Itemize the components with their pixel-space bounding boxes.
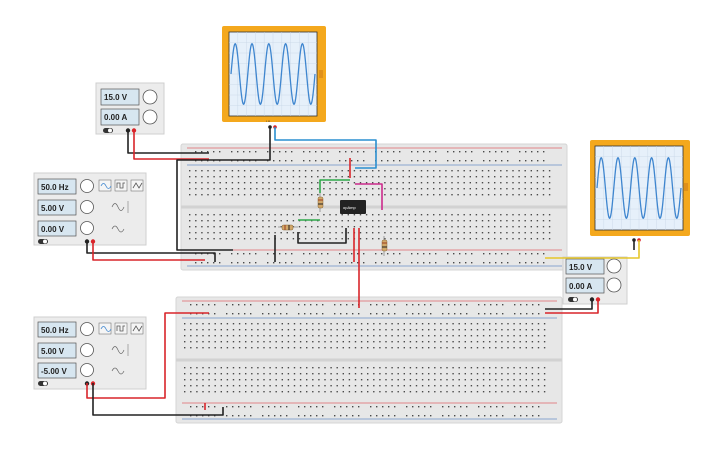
opamp-chip[interactable]: opAmp — [340, 200, 366, 214]
voltage-display: 15.0 V — [569, 263, 593, 272]
frequency-display: 50.0 Hz — [41, 326, 69, 335]
current-display: 0.00 A — [569, 282, 592, 291]
positive-terminal[interactable] — [131, 128, 137, 133]
amplitude-knob[interactable] — [80, 343, 94, 357]
wire-red[interactable] — [133, 131, 209, 160]
offset-knob[interactable] — [80, 221, 94, 235]
scope-grid — [229, 32, 317, 116]
wire-red[interactable] — [92, 241, 205, 261]
amplitude-knob[interactable] — [80, 200, 94, 214]
wire-black[interactable] — [545, 299, 593, 310]
frequency-display: 50.0 Hz — [41, 183, 69, 192]
scope-trace — [230, 42, 316, 106]
wire-red[interactable] — [86, 312, 209, 399]
scope-trace — [596, 156, 682, 220]
offset-knob[interactable] — [80, 363, 94, 377]
wire-black[interactable] — [297, 228, 347, 244]
voltage-knob[interactable] — [142, 89, 158, 105]
offset-icon — [111, 225, 125, 233]
offset-display: -5.00 V — [41, 367, 67, 376]
chip-label: opAmp — [343, 205, 356, 210]
sine-wave-button[interactable] — [98, 179, 112, 192]
wire-yellow[interactable] — [545, 240, 640, 259]
wire-black[interactable] — [127, 131, 209, 154]
current-display: 0.00 A — [104, 113, 127, 122]
function-generator-top[interactable]: 50.0 Hz 5.00 V 0.00 V — [33, 172, 147, 246]
voltage-display: 15.0 V — [104, 93, 128, 102]
holes — [189, 151, 551, 264]
triangle-wave-button[interactable] — [130, 179, 144, 192]
resistor[interactable] — [381, 236, 388, 256]
probe-label: ▪ ▪▪ — [266, 119, 270, 123]
wire-red[interactable] — [545, 299, 599, 314]
triangle-wave-button[interactable] — [130, 322, 144, 335]
amplitude-display: 5.00 V — [41, 347, 65, 356]
power-supply-top[interactable]: 15.0 V 0.00 A — [95, 82, 165, 135]
sine-wave-button[interactable] — [98, 322, 112, 335]
voltage-knob[interactable] — [606, 258, 622, 274]
negative-terminal[interactable] — [125, 128, 131, 133]
current-knob[interactable] — [142, 109, 158, 125]
square-wave-button[interactable] — [114, 179, 128, 192]
frequency-knob[interactable] — [80, 179, 94, 193]
square-wave-button[interactable] — [114, 322, 128, 335]
frequency-knob[interactable] — [80, 322, 94, 336]
wire-black[interactable] — [176, 127, 271, 251]
wire-green[interactable] — [319, 179, 350, 193]
breadboard-top[interactable] — [180, 143, 568, 271]
offset-display: 0.00 V — [41, 225, 65, 234]
holes — [184, 304, 546, 417]
wire-magenta[interactable] — [355, 183, 383, 210]
resistor[interactable] — [317, 193, 324, 212]
resistor[interactable] — [278, 224, 298, 231]
current-knob[interactable] — [606, 277, 622, 293]
wire-black[interactable] — [86, 241, 216, 262]
offset-icon — [111, 367, 125, 375]
power-supply-right[interactable]: 15.0 V 0.00 A — [562, 256, 628, 305]
breadboard-bottom[interactable] — [175, 296, 563, 424]
wire-blue[interactable] — [274, 127, 377, 169]
function-generator-bottom[interactable]: 50.0 Hz 5.00 V -5.00 V — [33, 316, 147, 390]
oscilloscope-top[interactable]: ▪ ▪▪ — [222, 26, 326, 129]
wire-black[interactable] — [92, 383, 224, 416]
wires[interactable] — [86, 127, 640, 416]
amplitude-icon — [111, 346, 125, 354]
amplitude-icon — [111, 203, 125, 211]
oscilloscope-right[interactable] — [590, 140, 690, 242]
amplitude-display: 5.00 V — [41, 204, 65, 213]
